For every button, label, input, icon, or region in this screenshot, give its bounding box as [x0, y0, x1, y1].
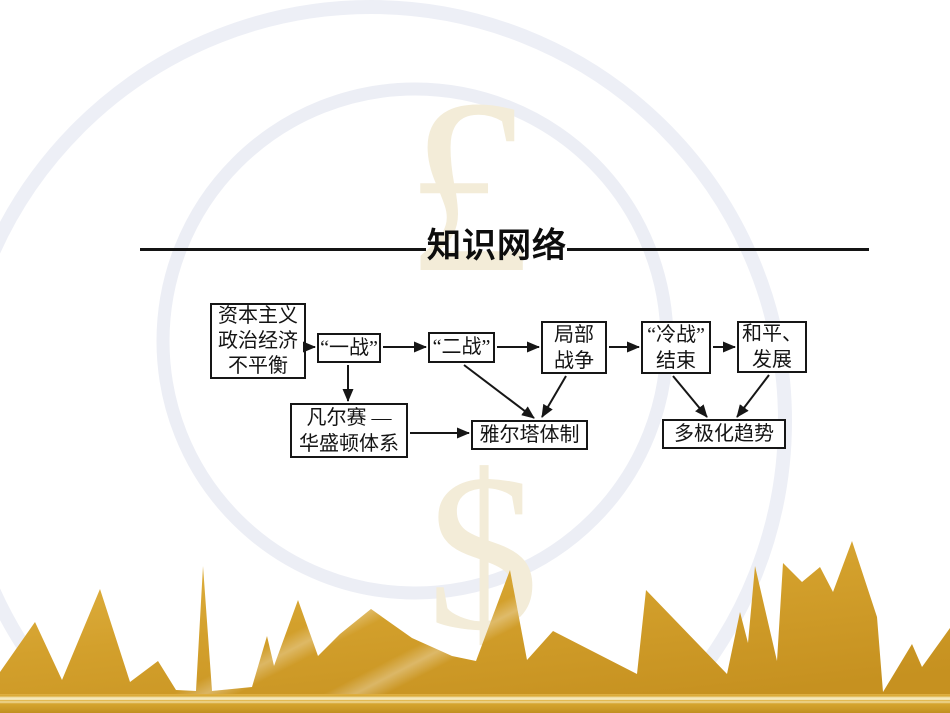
gold-mountains: [0, 541, 950, 713]
node-label-line: 结束: [656, 349, 696, 372]
node-local-wars: 局部 战争: [541, 321, 607, 374]
node-capitalism-imbalance: 资本主义 政治经济 不平衡: [210, 303, 306, 379]
node-cold-war-end: “冷战” 结束: [641, 321, 711, 374]
node-label-line: 不平衡: [228, 354, 288, 377]
node-label-line: 华盛顿体系: [299, 432, 399, 455]
node-yalta-system: 雅尔塔体制: [471, 420, 588, 450]
node-label-line: 多极化趋势: [674, 422, 774, 445]
title-rule-left: [140, 248, 426, 251]
title-rule-right: [567, 248, 869, 251]
node-label-line: 发展: [752, 349, 792, 371]
node-label-line: 资本主义: [218, 304, 298, 327]
page-title: 知识网络: [427, 227, 567, 265]
node-label-line: 雅尔塔体制: [479, 423, 580, 446]
node-label-line: 凡尔赛 —: [306, 406, 392, 429]
node-label-line: 战争: [554, 349, 594, 372]
node-label-line: “一战”: [320, 336, 378, 359]
node-label-line: 和平、: [742, 323, 802, 345]
node-ww1: “一战”: [317, 333, 381, 363]
node-multipolarization: 多极化趋势: [662, 419, 786, 449]
node-versailles-washington: 凡尔赛 — 华盛顿体系: [290, 403, 408, 458]
bottom-gold-band: [0, 694, 950, 713]
node-label-line: “二战”: [432, 336, 491, 358]
node-label-line: 政治经济: [218, 329, 298, 352]
node-peace-development: 和平、 发展: [737, 321, 807, 373]
node-ww2: “二战”: [428, 332, 495, 363]
pound-watermark-icon: £: [406, 48, 531, 325]
node-label-line: 局部: [554, 323, 594, 346]
node-label-line: “冷战”: [647, 323, 705, 346]
